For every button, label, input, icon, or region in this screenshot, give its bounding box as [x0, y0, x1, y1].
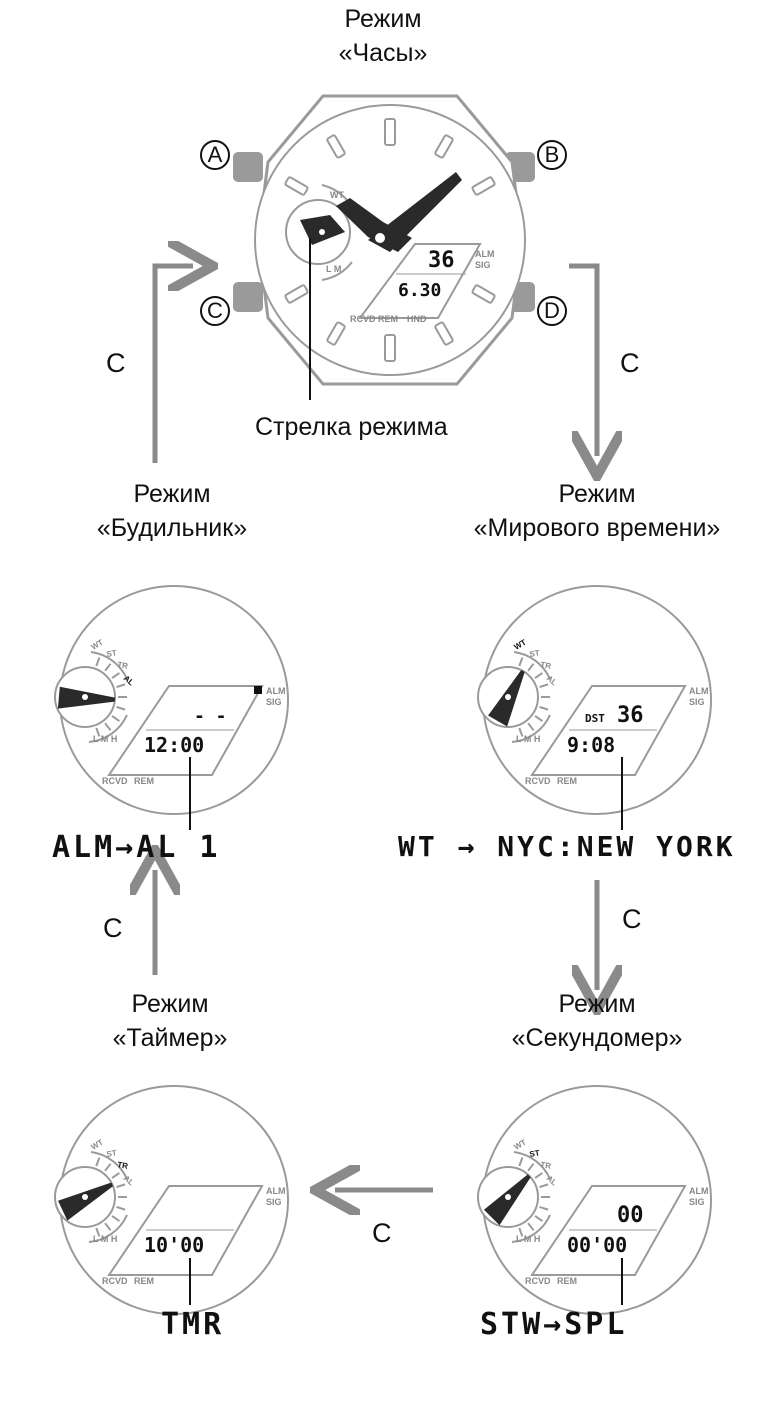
world-time-code: WT → NYC:NEW YORK: [398, 830, 736, 863]
button-d-label: D: [537, 296, 567, 326]
hour-marker: [326, 321, 346, 346]
svg-text:ALM: ALM: [266, 686, 286, 696]
button-b-label: B: [537, 140, 567, 170]
alarm-mode-title: Режим «Будильник»: [96, 480, 248, 542]
svg-text:RCVD: RCVD: [102, 1276, 128, 1286]
svg-text:ST: ST: [529, 648, 541, 659]
svg-text:L M H: L M H: [93, 734, 117, 744]
hour-marker: [434, 321, 454, 346]
svg-text:REM: REM: [557, 1276, 577, 1286]
arrow-label-left-top: C: [106, 348, 126, 378]
svg-text:ST: ST: [106, 648, 118, 659]
svg-text:SIG: SIG: [475, 260, 491, 270]
timer-code: TMR: [161, 1307, 225, 1342]
arrow-clock-to-world: [569, 263, 597, 456]
arrow-label-right-top: C: [620, 348, 640, 378]
hour-marker: [326, 134, 346, 159]
clock-lcd-top: 36: [428, 248, 455, 273]
clock-mode-title: Режим «Часы»: [338, 5, 428, 67]
svg-text:HND: HND: [407, 314, 427, 324]
arrow-label-left-mid: C: [103, 913, 123, 943]
svg-text:TR: TR: [540, 1160, 552, 1171]
svg-text:REM: REM: [134, 1276, 154, 1286]
button-a-label: A: [200, 140, 230, 170]
svg-text:RCVD: RCVD: [525, 776, 551, 786]
svg-text:RCVD: RCVD: [525, 1276, 551, 1286]
svg-text:L M H: L M H: [516, 1234, 540, 1244]
svg-text:SIG: SIG: [266, 1197, 282, 1207]
arrow-alarm-to-clock: [152, 266, 193, 463]
svg-text:ALM: ALM: [475, 249, 495, 259]
arrow-label-bottom: C: [372, 1218, 392, 1248]
dst-indicator: DST: [585, 712, 605, 725]
world-time-mode-title: Режим «Мирового времени»: [473, 480, 721, 542]
svg-text:REM: REM: [557, 776, 577, 786]
svg-text:SIG: SIG: [689, 697, 705, 707]
lcd-top: - -: [194, 706, 227, 727]
svg-text:TR: TR: [117, 1160, 129, 1171]
svg-text:REM: REM: [378, 314, 398, 324]
svg-text:L M: L M: [326, 264, 341, 274]
svg-text:RCVD: RCVD: [350, 314, 376, 324]
button-a-shape: [233, 152, 263, 182]
stopwatch-mode-title: Режим «Секундомер»: [511, 990, 683, 1052]
svg-text:TR: TR: [117, 660, 129, 671]
svg-text:RCVD: RCVD: [102, 776, 128, 786]
hour-marker: [384, 334, 396, 362]
button-c-label: C: [200, 296, 230, 326]
svg-text:ALM: ALM: [689, 686, 709, 696]
svg-text:L M H: L M H: [93, 1234, 117, 1244]
hour-marker: [434, 134, 454, 159]
lcd-bottom: 12:00: [144, 733, 204, 757]
svg-text:L M H: L M H: [516, 734, 540, 744]
button-c-shape: [233, 282, 263, 312]
stopwatch-code: STW→SPL: [480, 1307, 628, 1342]
svg-text:ALM: ALM: [689, 1186, 709, 1196]
clock-lcd-frame: [358, 243, 482, 319]
lcd-bottom: 10'00: [144, 1233, 204, 1257]
svg-text:ST: ST: [106, 1148, 118, 1159]
svg-text:SIG: SIG: [266, 697, 282, 707]
svg-text:REM: REM: [134, 776, 154, 786]
hour-marker: [284, 284, 309, 304]
svg-text:ST: ST: [529, 1148, 541, 1159]
minute-hand: [368, 172, 462, 252]
hour-marker: [284, 176, 309, 196]
mode-hand: [58, 1182, 114, 1221]
arrow-label-right-mid: C: [622, 904, 642, 934]
svg-text:ALM: ALM: [266, 1186, 286, 1196]
svg-text:TR: TR: [540, 660, 552, 671]
lcd-top: 00: [617, 1203, 644, 1228]
main-watch: WT L M 36 6.30 ALM SIG RCVD REM HND: [233, 94, 535, 400]
svg-text:SIG: SIG: [689, 1197, 705, 1207]
lcd-bottom: 00'00: [567, 1233, 627, 1257]
timer-mode-title: Режим «Таймер»: [112, 990, 228, 1052]
clock-lcd-bottom: 6.30: [398, 280, 441, 301]
alarm-code: ALM→AL 1: [52, 830, 221, 865]
mode-hand-label: Стрелка режима: [255, 413, 448, 441]
hour-marker: [471, 284, 496, 304]
lcd-bottom: 9:08: [567, 733, 615, 757]
hour-marker: [384, 118, 396, 146]
svg-text:WT: WT: [330, 190, 344, 200]
hour-marker: [471, 176, 496, 196]
lcd-top: 36: [617, 703, 644, 728]
